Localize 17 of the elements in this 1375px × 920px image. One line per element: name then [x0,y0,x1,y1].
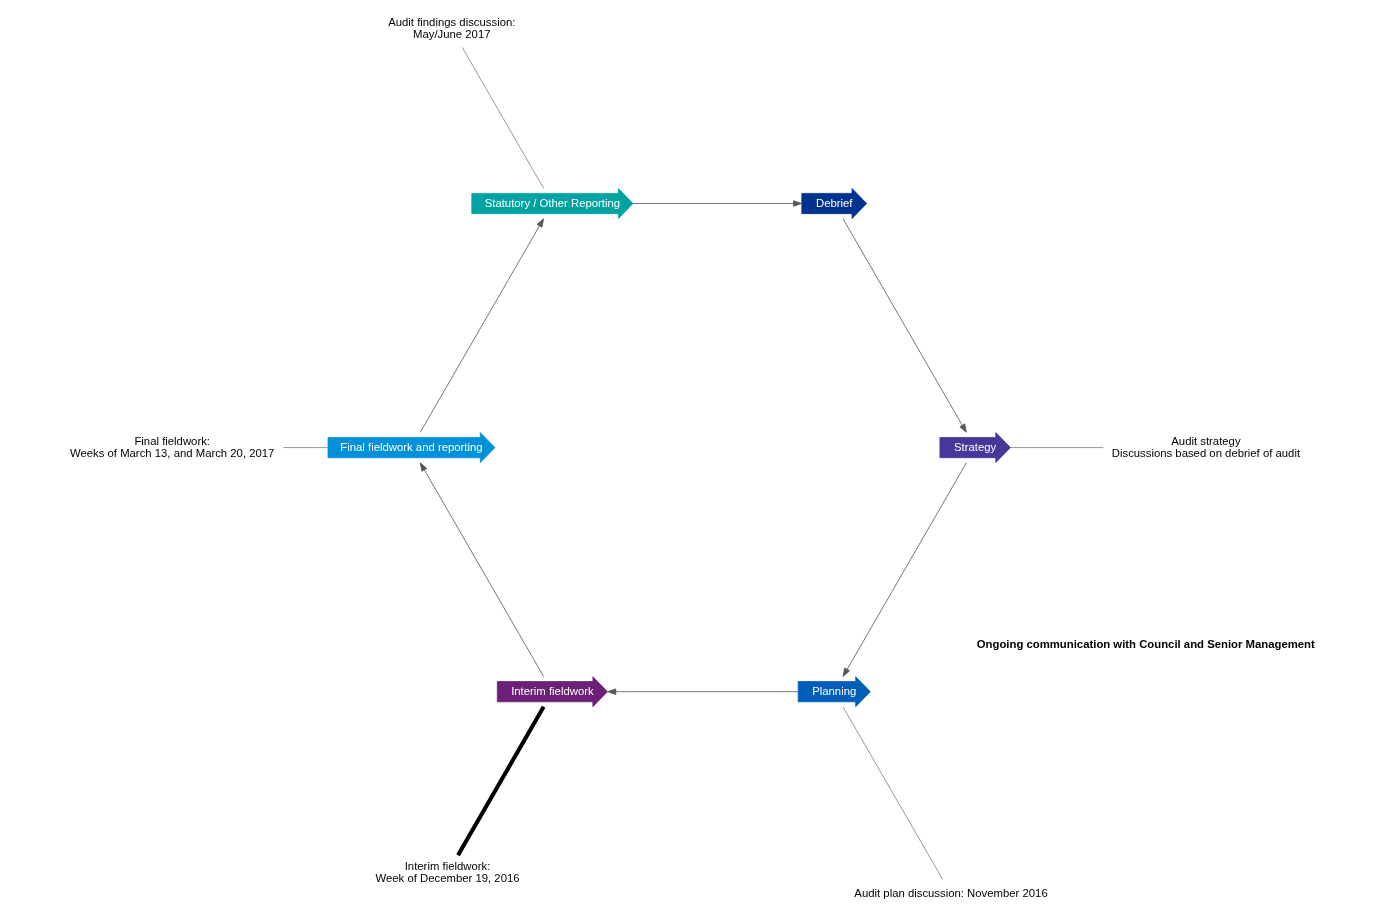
label: Ongoing communication with Council and Senior Management [976,638,1315,651]
arrow [842,462,967,677]
node-text: Interim fieldwork: Week of December 19, 2016 [375,860,520,885]
arrow [419,462,544,677]
connector [456,705,546,857]
node-text: Audit strategy Discussions based on debrief of audit [1111,434,1301,459]
arrow [842,218,967,433]
node-text: Audit findings discussion: May/June 2017 [388,16,516,41]
connector [461,46,545,189]
connector [1010,447,1104,448]
connector [283,447,329,448]
connector [842,706,943,880]
arrow [632,200,802,207]
arrow [607,688,799,695]
node-text: Final fieldwork: Weeks of March 13, and March 20, 2017 [69,434,275,459]
node-text: Audit plan discussion: November 2016 [854,886,1048,899]
arrow [419,218,544,433]
